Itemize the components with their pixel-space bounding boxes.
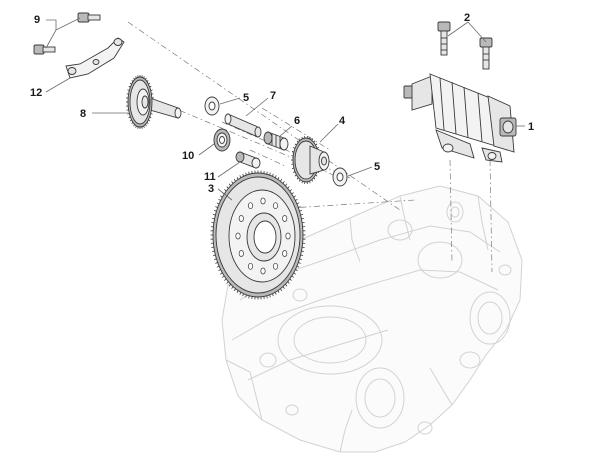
starter-bolt-left: [437, 21, 451, 56]
flywheel-bolt-hole: [282, 215, 288, 222]
ball-bearing: [213, 128, 231, 152]
starter-bolt-right: [479, 37, 493, 70]
callout-2: 2: [464, 12, 470, 24]
flywheel-bolt-hole: [272, 262, 279, 270]
callout-12: 12: [30, 87, 42, 99]
callout-1: 1: [528, 121, 534, 133]
shaft-bracket: [65, 37, 125, 79]
flywheel-bolt-hole: [238, 215, 244, 222]
bracket-bolt-lower: [33, 44, 56, 55]
callout-5-upper: 5: [243, 92, 249, 104]
callout-11: 11: [204, 171, 216, 183]
callout-4: 4: [339, 115, 346, 127]
starter-motor: [403, 73, 517, 163]
callout-7: 7: [270, 90, 276, 102]
flywheel-bolt-hole: [260, 197, 266, 205]
intermediate-gear: [291, 136, 330, 184]
flywheel-bolt-hole: [285, 232, 291, 240]
flywheel-ring-gear: [210, 170, 306, 300]
bracket-bolt-upper: [77, 12, 101, 23]
needle-bearing: [263, 131, 289, 151]
flywheel-bolt-hole: [238, 250, 244, 257]
callout-3: 3: [208, 183, 214, 195]
callout-8: 8: [80, 108, 86, 120]
assembly-axes: [127, 21, 493, 273]
callout-6: 6: [294, 115, 300, 127]
callout-labels: 1 2 3 4 5 5 6 7 8 9 10 11 12: [30, 12, 534, 195]
shaft-sleeve: [224, 113, 262, 138]
flywheel-bolt-hole: [247, 262, 254, 270]
flywheel-bolt-hole: [282, 250, 288, 257]
thrust-washer-lower: [332, 167, 348, 187]
gear-shaft: [126, 75, 182, 129]
flywheel-bolt-hole: [272, 202, 279, 210]
flywheel-bolt-hole: [235, 232, 241, 240]
callout-9: 9: [34, 14, 40, 26]
leader-lines: [45, 17, 525, 201]
callout-5-lower: 5: [374, 161, 380, 173]
flywheel-bolt-hole: [247, 202, 254, 210]
bushing: [235, 151, 261, 169]
thrust-washer-upper: [204, 96, 220, 116]
callout-10: 10: [182, 150, 194, 162]
flywheel-bolt-hole: [260, 267, 266, 275]
